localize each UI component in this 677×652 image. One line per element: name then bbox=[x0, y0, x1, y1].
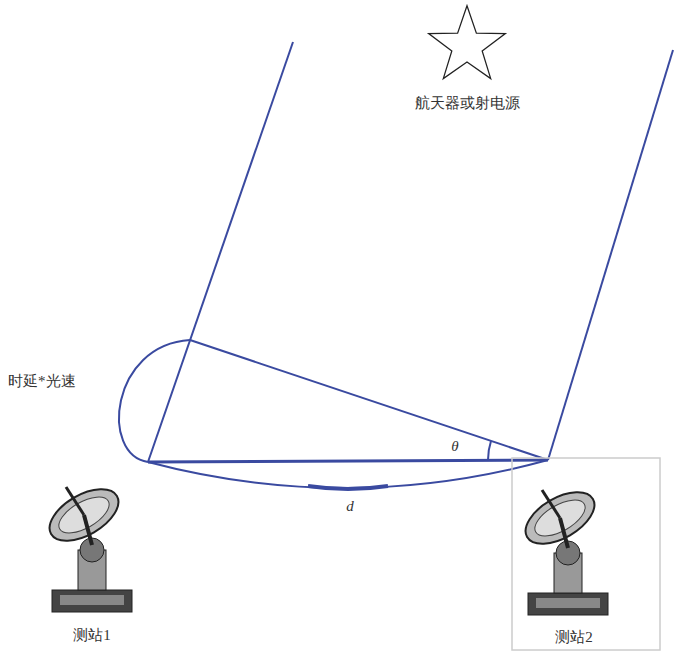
angle-label: θ bbox=[451, 437, 458, 455]
delay-arc bbox=[119, 340, 190, 462]
antenna-arm bbox=[84, 515, 92, 545]
station-label: 测站1 bbox=[73, 626, 111, 644]
baseline-brace bbox=[148, 460, 548, 488]
station-label: 测站2 bbox=[555, 628, 593, 646]
antenna-base bbox=[52, 590, 132, 612]
source-star: 航天器或射电源 bbox=[411, 4, 524, 113]
antenna-dish bbox=[517, 482, 603, 555]
star-outline bbox=[425, 4, 509, 88]
ray-line bbox=[548, 50, 673, 460]
delay-label: 时延*光速 bbox=[8, 372, 76, 390]
ray-line bbox=[148, 42, 293, 462]
antenna-feed bbox=[66, 487, 84, 515]
baseline-brace bbox=[308, 486, 388, 489]
antenna-arm bbox=[560, 518, 568, 548]
antenna-dish bbox=[41, 479, 127, 552]
antenna-icon bbox=[41, 479, 132, 612]
star-shape bbox=[429, 6, 506, 79]
source-label: 航天器或射电源 bbox=[411, 94, 524, 113]
antenna-base bbox=[60, 595, 124, 605]
baseline-line bbox=[148, 460, 548, 462]
antenna-feed bbox=[542, 490, 560, 518]
station-frame bbox=[512, 458, 660, 650]
antenna-base bbox=[528, 593, 608, 615]
wavefront-line bbox=[190, 340, 548, 460]
angle-arc bbox=[488, 441, 491, 460]
baseline-label: d bbox=[346, 497, 354, 515]
antenna-icon bbox=[517, 482, 608, 615]
antenna-base bbox=[536, 598, 600, 608]
